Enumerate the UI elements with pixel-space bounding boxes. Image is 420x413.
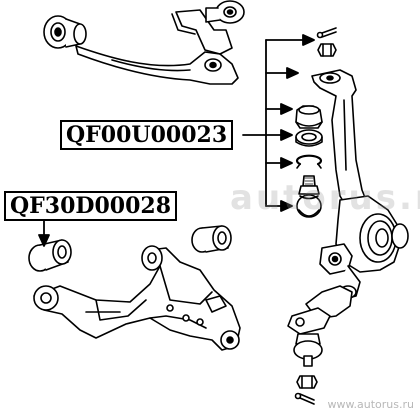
- lower-ball-joint: [287, 285, 353, 367]
- watermark-footer: www.autorus.ru: [327, 398, 414, 411]
- upper-ball-joint: [296, 175, 322, 218]
- part-number-upper: QF00U00023: [60, 120, 234, 150]
- lower-label-arrow: [38, 218, 50, 247]
- upper-control-arm: [43, 0, 245, 85]
- cotter-pin-top: [316, 27, 337, 39]
- steering-knuckle: [311, 69, 409, 301]
- lower-control-arm: [28, 225, 241, 351]
- upper-arm-bushing-left: [43, 15, 87, 49]
- cotter-pin-bottom: [294, 392, 315, 405]
- dust-cover-ring: [295, 129, 323, 147]
- ball-joint-boot: [295, 105, 323, 129]
- watermark-center: autorus.ru: [230, 178, 420, 218]
- part-number-lower: QF30D00028: [4, 191, 178, 221]
- snap-ring: [295, 154, 323, 169]
- parts-bracket: [242, 34, 315, 212]
- castle-nut-top: [317, 43, 337, 57]
- lower-arm-bushing-separate: [28, 239, 72, 272]
- castle-nut-bottom: [296, 375, 318, 389]
- upper-arm-bushing-right: [205, 0, 245, 24]
- lower-arm-bushing-right: [191, 225, 232, 253]
